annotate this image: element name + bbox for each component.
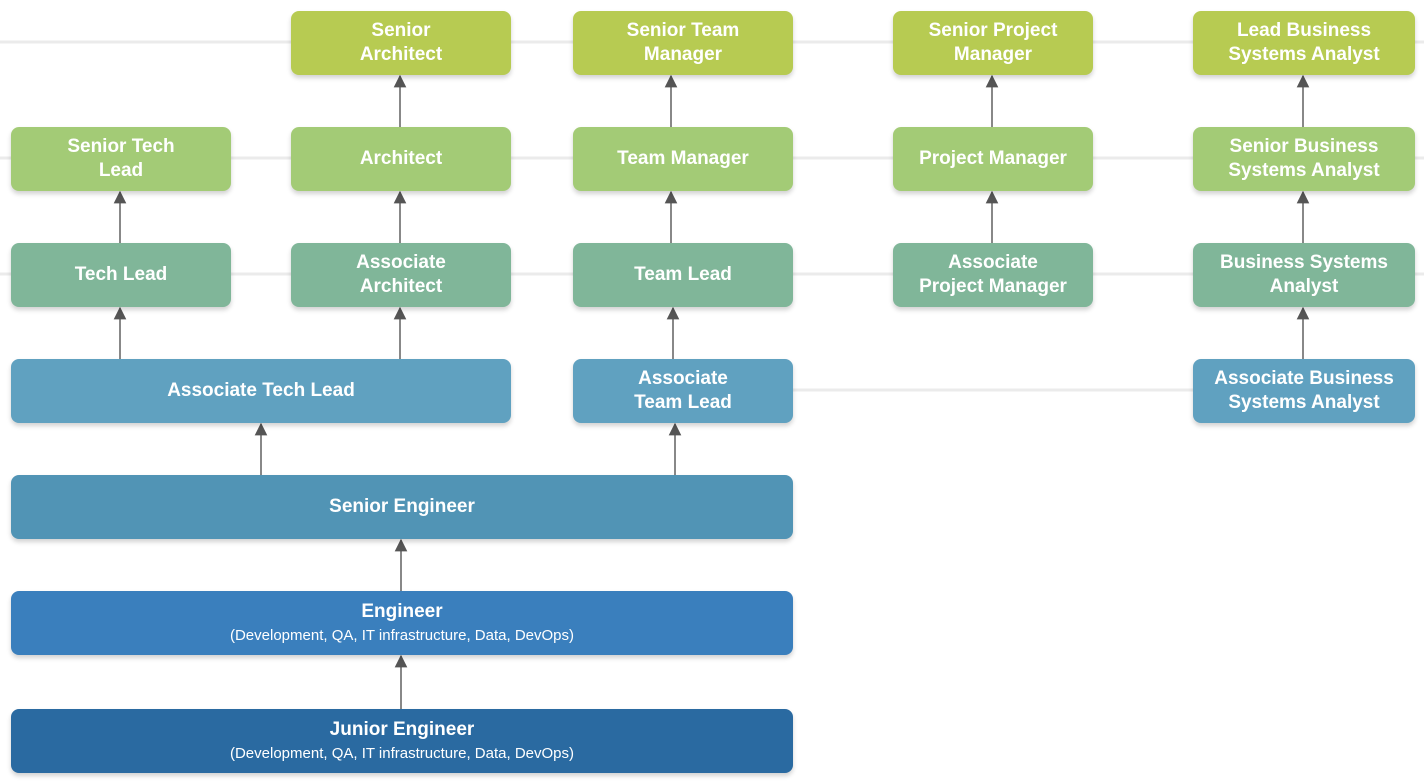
node-label: Team Manager (617, 148, 749, 169)
node-subtitle: (Development, QA, IT infrastructure, Dat… (229, 745, 574, 762)
node-architect: Architect (291, 127, 511, 191)
node-team-lead: Team Lead (573, 243, 793, 307)
node-label: Associate Tech Lead (167, 380, 355, 401)
row-connector-lines (0, 40, 1424, 392)
node-title: Junior Engineer (329, 719, 475, 740)
node-label: Tech Lead (74, 264, 168, 285)
node-project-manager: Project Manager (893, 127, 1093, 191)
node-senior-engineer: Senior Engineer (11, 475, 793, 539)
node-title: Engineer (361, 601, 443, 622)
node-label: Architect (359, 148, 443, 169)
node-label: Project Manager (919, 148, 1067, 169)
node-subtitle: (Development, QA, IT infrastructure, Dat… (229, 627, 574, 644)
promotion-arrows (113, 74, 1310, 709)
node-label: Senior Engineer (329, 496, 475, 517)
node-team-manager: Team Manager (573, 127, 793, 191)
node-tech-lead: Tech Lead (11, 243, 231, 307)
node-engineer: Engineer (Development, QA, IT infrastruc… (11, 591, 793, 655)
node-associate-tech-lead: Associate Tech Lead (11, 359, 511, 423)
node-label: Team Lead (634, 264, 732, 285)
node-junior-engineer: Junior Engineer (Development, QA, IT inf… (11, 709, 793, 773)
